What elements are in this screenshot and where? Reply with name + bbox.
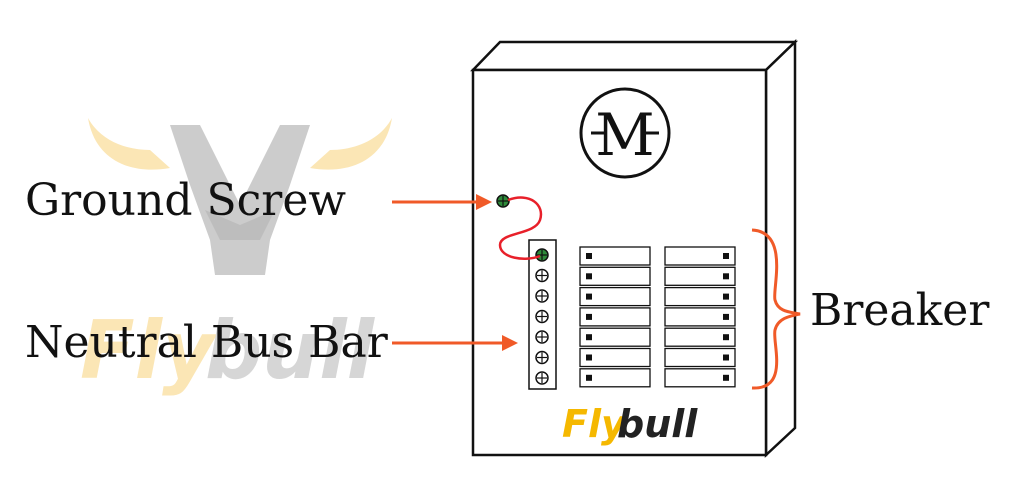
terminal-screw-icon — [535, 350, 549, 365]
neutral-bus-bar-arrow — [392, 335, 518, 351]
breaker-switch-icon — [579, 286, 651, 307]
ground-screw-icon — [496, 194, 510, 208]
main-symbol-letter: M — [595, 101, 654, 169]
watermark-part1: Fly — [80, 304, 217, 397]
terminal-screw-icon — [535, 289, 549, 303]
breaker-switch-icon — [664, 368, 736, 388]
terminal-screw-icon — [535, 248, 549, 262]
breaker-switch-icon — [664, 327, 736, 347]
brand-watermark: Fly bull — [80, 304, 376, 397]
terminal-screw-icon — [535, 371, 549, 385]
main-breaker-symbol-icon: M — [579, 87, 671, 179]
terminal-screw-icon — [535, 330, 549, 344]
brand-part2: bull — [617, 402, 698, 446]
breaker-switch-icon — [579, 246, 651, 266]
terminal-screw-icon — [535, 268, 549, 283]
breaker-switch-icon — [579, 307, 651, 327]
breaker-switch-icon — [664, 266, 736, 286]
breaker-columns — [579, 246, 736, 388]
breaker-bracket — [751, 228, 801, 390]
breaker-switch-icon — [664, 307, 736, 327]
breaker-switch-icon — [664, 246, 736, 266]
ground-screw-label: Ground Screw — [25, 175, 346, 226]
terminal-screw-icon — [535, 309, 549, 324]
breaker-switch-icon — [579, 347, 651, 368]
breaker-label: Breaker — [810, 285, 990, 336]
panel-side-face — [764, 39, 797, 458]
bull-logo-icon — [88, 118, 392, 275]
neutral-bus-bar — [528, 239, 557, 390]
breaker-switch-icon — [664, 286, 736, 307]
brand-part1: Fly — [562, 402, 628, 446]
ground-screw-arrow — [392, 194, 492, 210]
neutral-bus-bar-label: Neutral Bus Bar — [25, 317, 389, 368]
panel-top-face — [470, 40, 799, 72]
breaker-switch-icon — [579, 266, 651, 286]
brand-logo: Fly bull — [562, 402, 698, 446]
ground-wire — [498, 196, 543, 260]
breaker-switch-icon — [579, 327, 651, 347]
watermark-part2: bull — [205, 304, 376, 397]
breaker-switch-icon — [664, 347, 736, 368]
breaker-switch-icon — [579, 368, 651, 388]
